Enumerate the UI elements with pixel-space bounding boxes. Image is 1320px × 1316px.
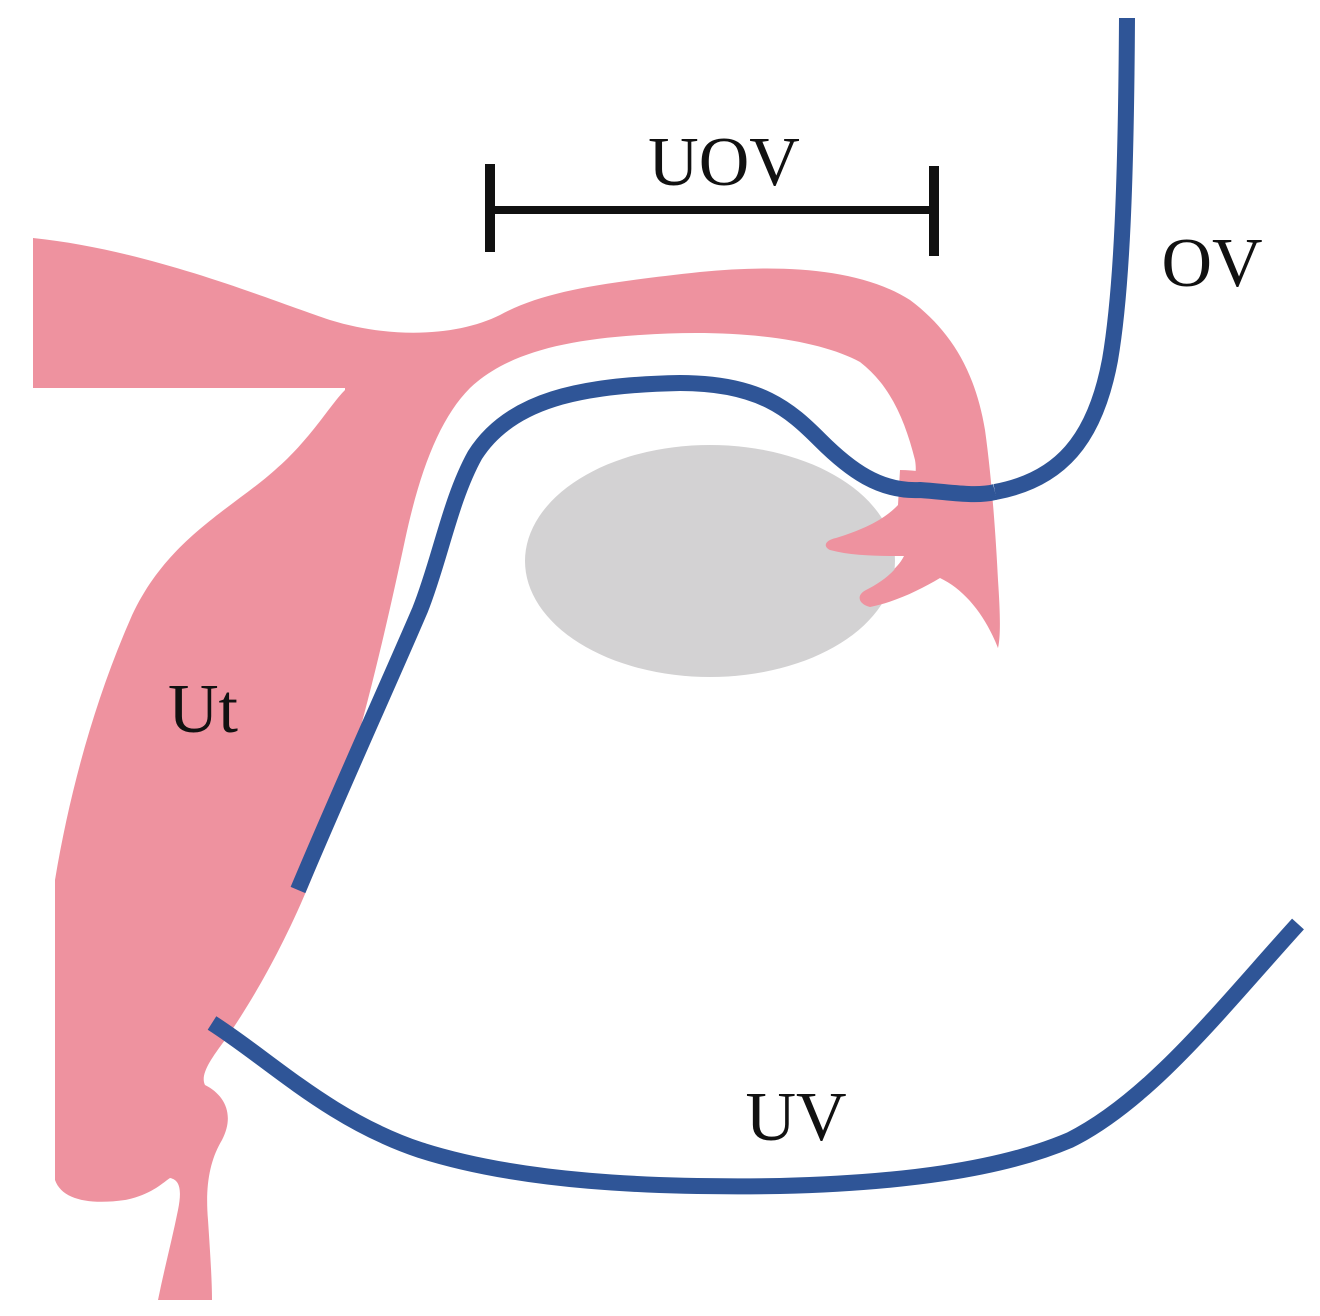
label-ov: OV bbox=[1161, 225, 1262, 302]
label-uv: UV bbox=[745, 1079, 846, 1156]
uterine-vein bbox=[207, 918, 1304, 1195]
utero-ovarian-vein bbox=[290, 374, 997, 894]
ovary bbox=[525, 445, 895, 677]
label-uov: UOV bbox=[648, 124, 800, 201]
fimbriae bbox=[825, 470, 998, 648]
ovarian-vein bbox=[993, 17, 1135, 500]
uterus-shape bbox=[33, 238, 1000, 1300]
uterus-body bbox=[33, 238, 1000, 1300]
uov-bracket bbox=[485, 164, 939, 256]
label-ut: Ut bbox=[168, 671, 239, 748]
